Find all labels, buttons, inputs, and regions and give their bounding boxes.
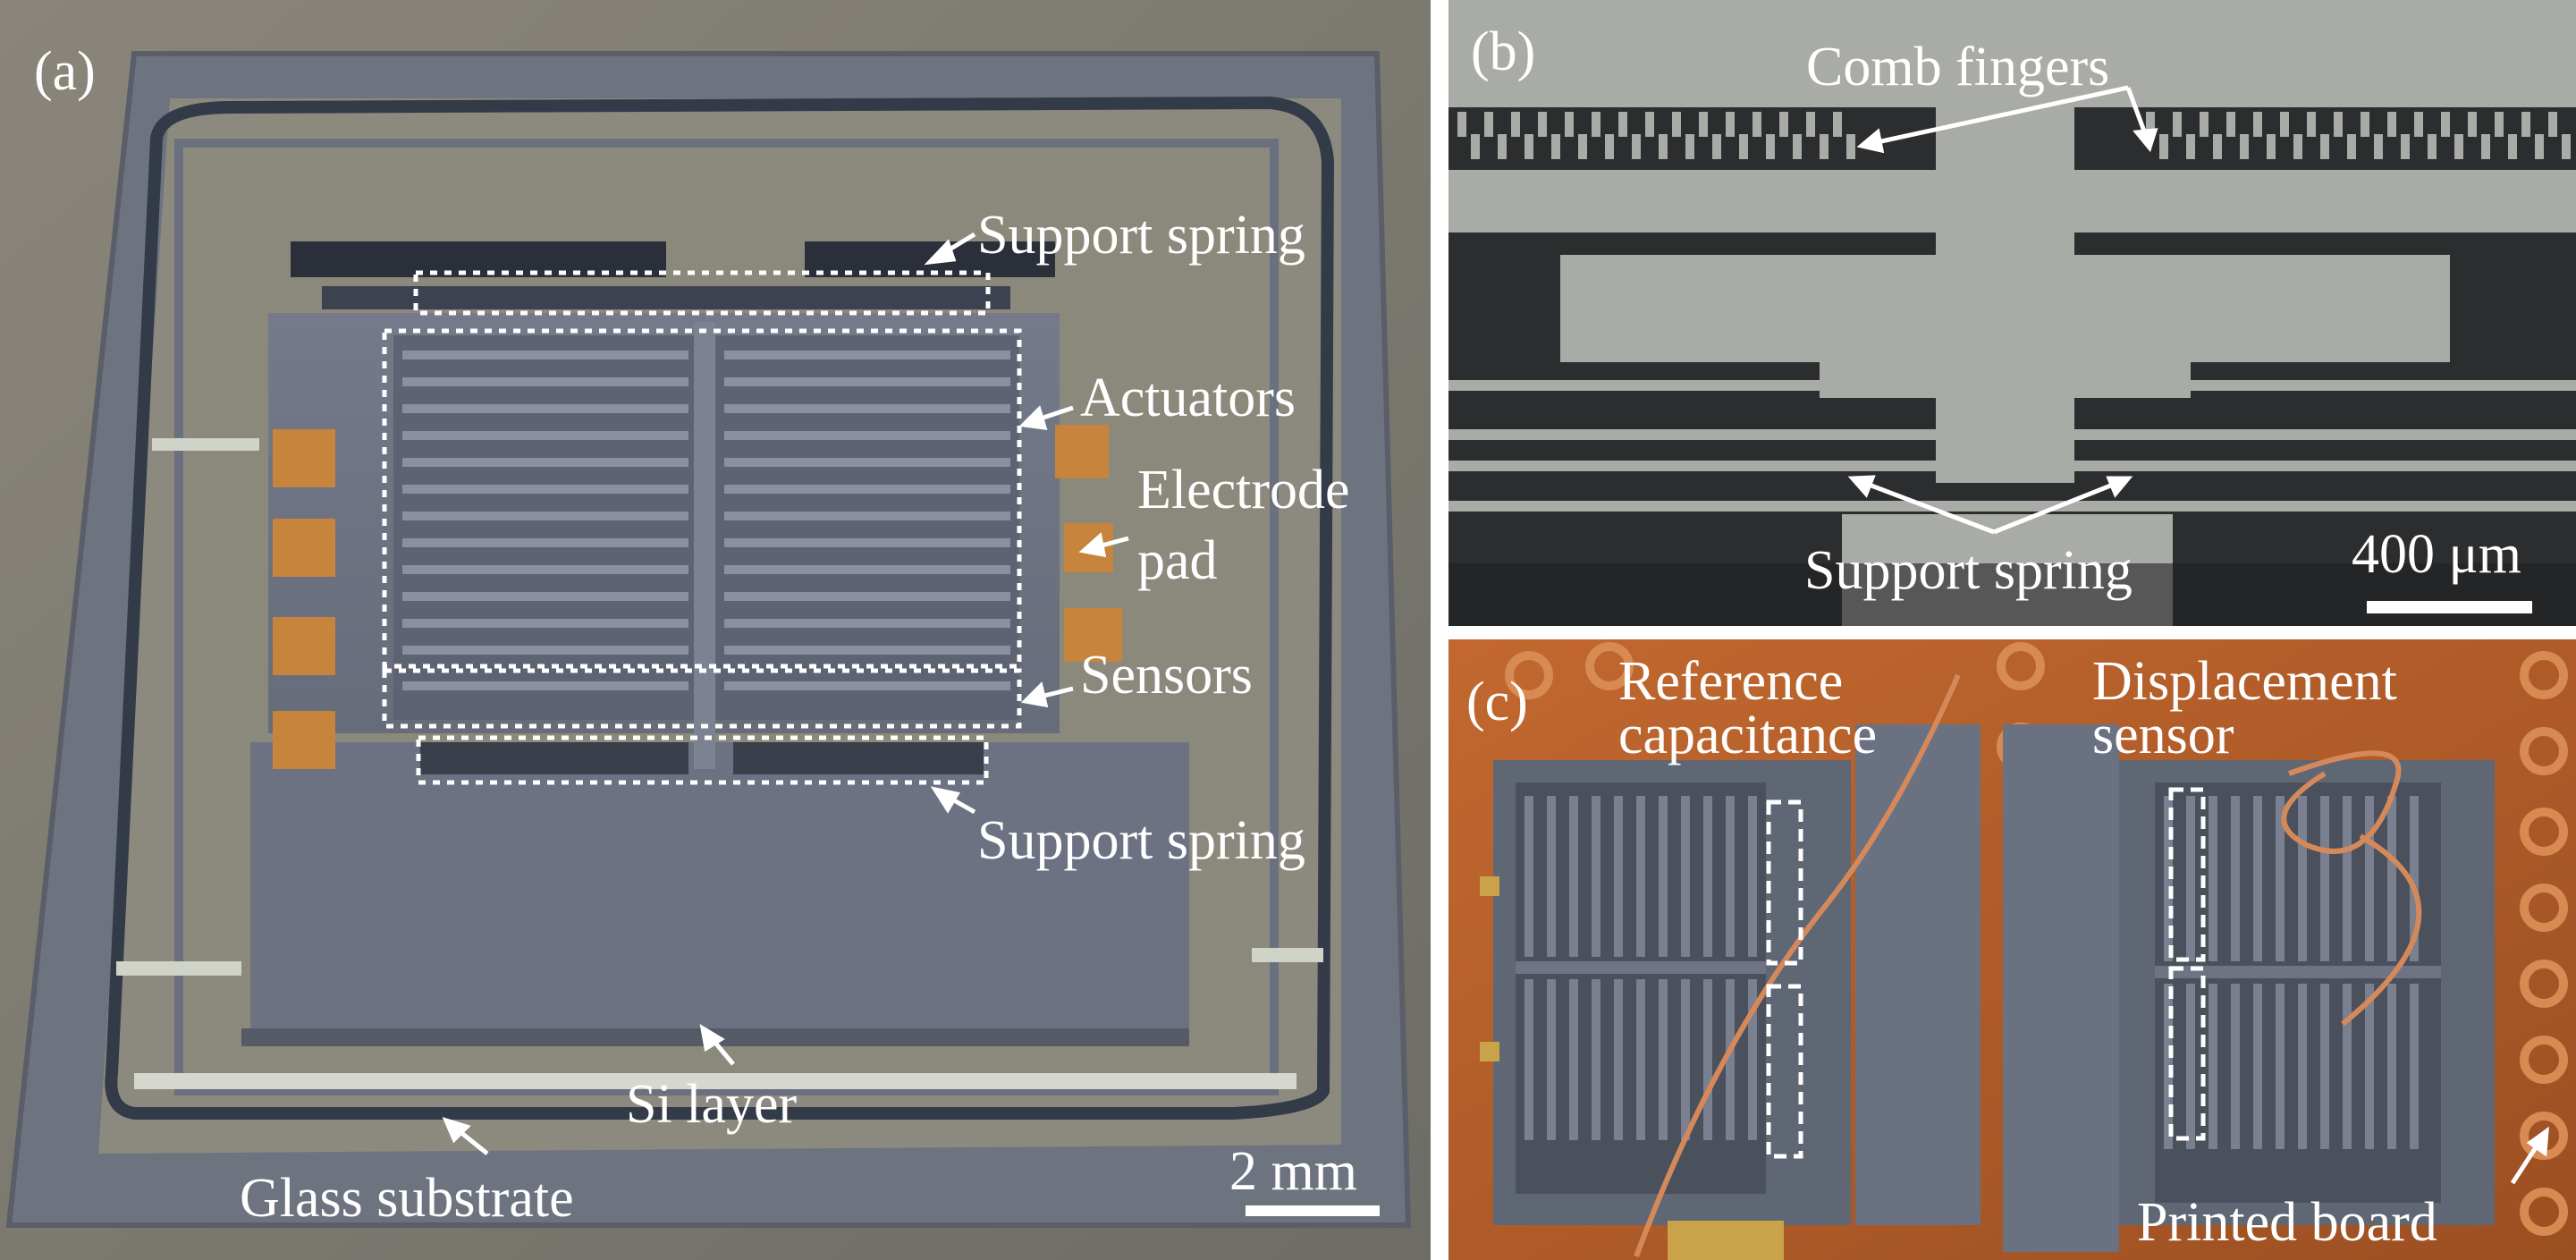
label-sensors: Sensors <box>1080 645 1253 706</box>
actuators-box <box>382 328 1022 669</box>
reference-box-bottom <box>1766 984 1803 1159</box>
panel-a-image: (a) Support spring Actuators Electrode p… <box>0 0 1431 1260</box>
label-printed-board: Printed board <box>2137 1192 2437 1253</box>
sensors-box <box>382 668 1022 729</box>
label-support-spring-b: Support spring <box>1804 540 2133 601</box>
label-electrode-line2: pad <box>1137 530 1218 591</box>
panel-c-photo: (c) Reference capacitance Displacement s… <box>1448 639 2576 1260</box>
label-reference-line2: capacitance <box>1618 705 1877 765</box>
actuator-combs <box>393 322 1019 769</box>
si-layer <box>250 742 1189 1037</box>
support-spring-top-box <box>413 270 991 316</box>
label-reference-line1: Reference <box>1618 651 1843 712</box>
scale-bar-b <box>2367 601 2532 613</box>
label-support-spring-top: Support spring <box>977 205 1305 266</box>
panel-b-image: (b) Comb fingers Support spring 400 μm <box>1448 0 2576 626</box>
label-comb-fingers: Comb fingers <box>1806 37 2109 97</box>
support-spring-bottom-box <box>416 735 989 785</box>
scale-bar-a <box>1246 1205 1380 1216</box>
sensor-box-bottom <box>2168 966 2206 1141</box>
comb-fingers-right <box>2137 107 2576 161</box>
reference-box-top <box>1766 799 1803 966</box>
comb-fingers-left <box>1448 107 1869 161</box>
scale-bar-b-label: 400 μm <box>2352 524 2521 585</box>
label-si-layer: Si layer <box>626 1074 797 1135</box>
displacement-sensor-chip <box>2119 760 2495 1225</box>
sensor-box-top <box>2168 787 2206 962</box>
label-displacement-line1: Displacement <box>2092 651 2397 712</box>
panel-c-label: (c) <box>1466 672 1528 732</box>
label-actuators: Actuators <box>1080 368 1296 428</box>
label-glass-substrate: Glass substrate <box>240 1168 574 1229</box>
panel-b-label: (b) <box>1471 21 1535 82</box>
reference-chip <box>1493 760 1851 1225</box>
panel-a-label: (a) <box>34 41 96 102</box>
scale-bar-a-label: 2 mm <box>1229 1141 1357 1202</box>
label-support-spring-bottom: Support spring <box>977 810 1305 871</box>
label-displacement-line2: sensor <box>2092 705 2234 765</box>
panel-b-micrograph: (b) Comb fingers Support spring 400 μm <box>1448 0 2576 626</box>
panel-a-photo: (a) Support spring Actuators Electrode p… <box>0 0 1431 1260</box>
panel-c-image: (c) Reference capacitance Displacement s… <box>1448 639 2576 1260</box>
label-electrode-line1: Electrode <box>1137 460 1350 520</box>
